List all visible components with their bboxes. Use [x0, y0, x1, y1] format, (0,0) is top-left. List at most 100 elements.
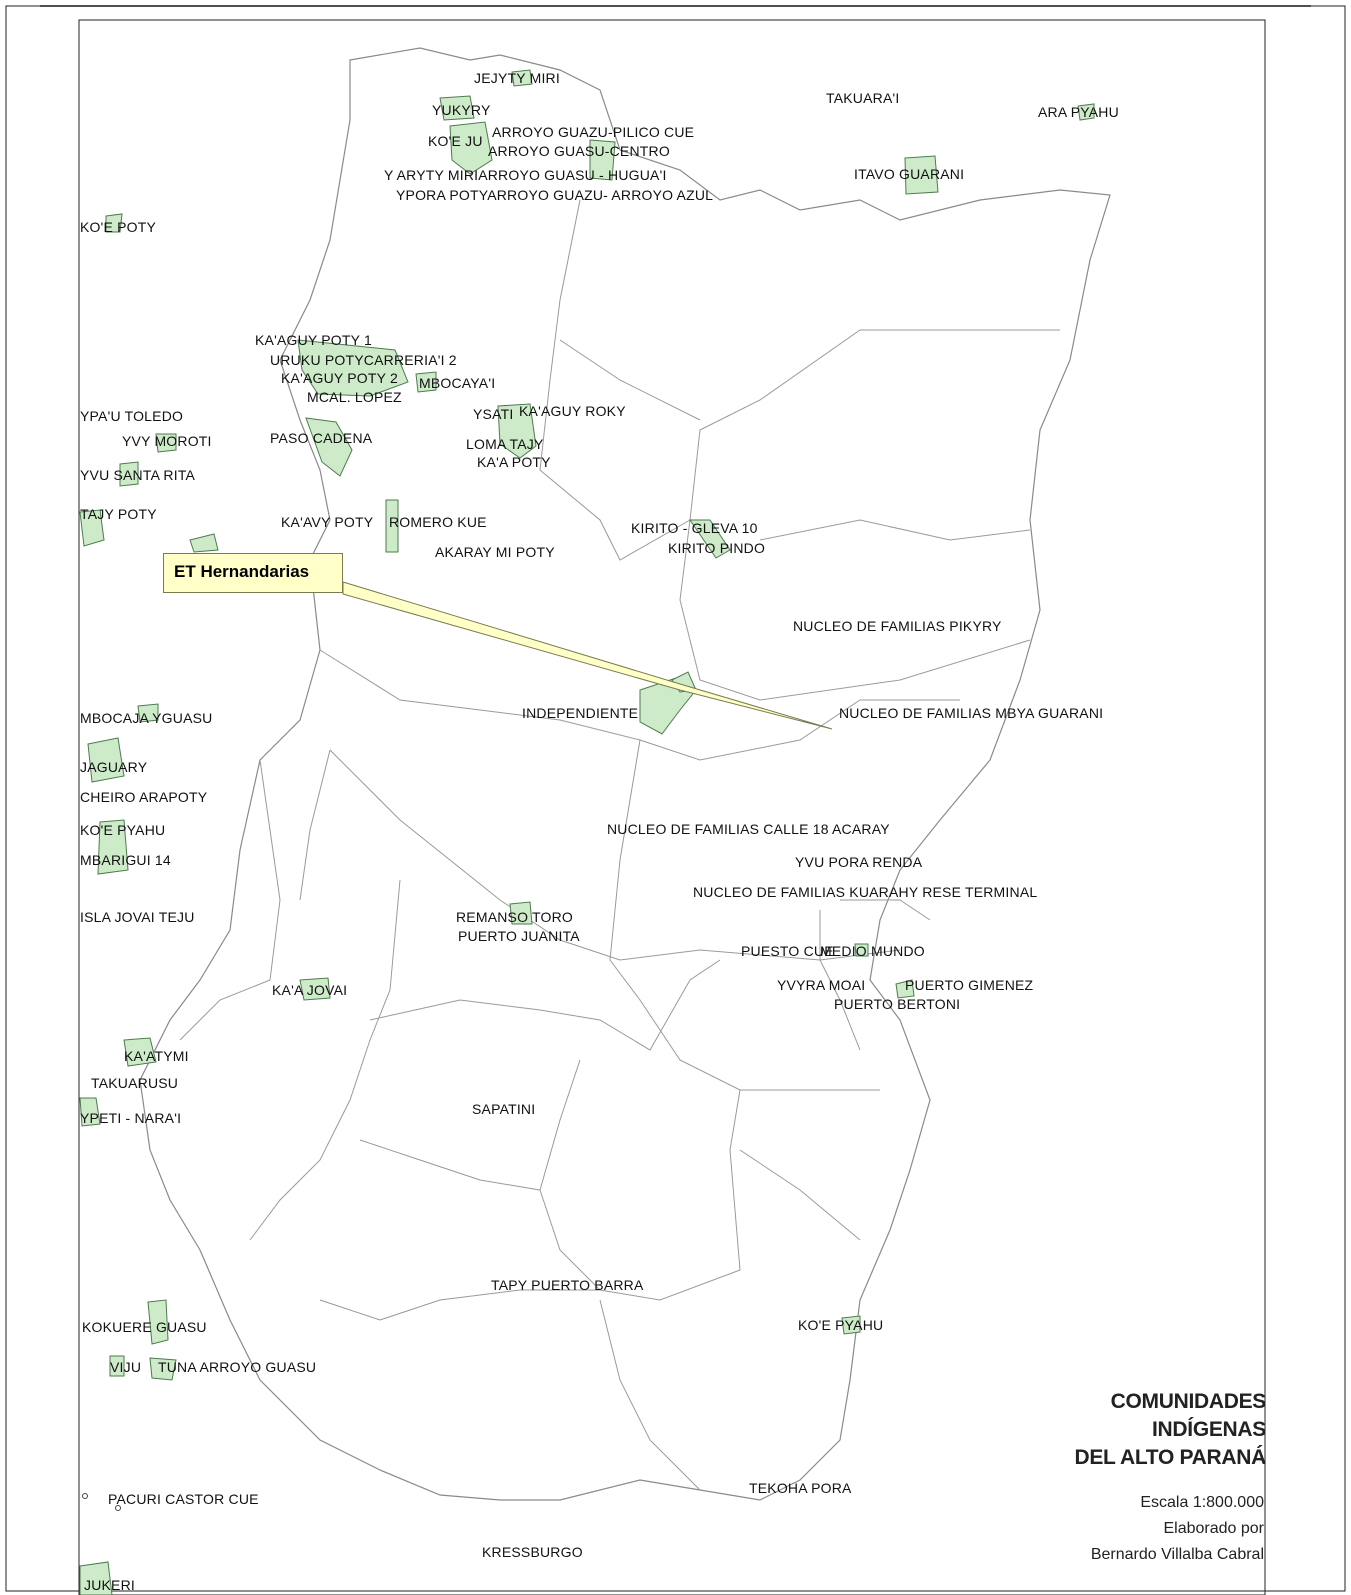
community-kaa-jovai [299, 977, 331, 1001]
map-frame-border [78, 19, 1266, 1595]
community-tajy-poty [79, 509, 105, 547]
community-label: VIJU [110, 1359, 142, 1375]
community-label: KA'AGUY POTY 1 [255, 332, 373, 348]
community-label: ARROYO GUASU-CENTRO [488, 143, 670, 159]
community-ypeti-narai [79, 1097, 101, 1127]
community-label: KO'E JU [428, 133, 483, 149]
community-label: TAJY POTY [80, 506, 157, 522]
community-kaatymi [123, 1037, 157, 1067]
map-credits: Escala 1:800.000 Elaborado por Bernardo … [1091, 1490, 1264, 1568]
community-yukyry [439, 95, 475, 121]
community-tuna [149, 1357, 177, 1381]
community-label: PUESTO CUE [741, 943, 834, 959]
community-label: ISLA JOVAI TEJU [80, 909, 195, 925]
community-viju [109, 1355, 125, 1377]
community-label: INDEPENDIENTE [522, 705, 639, 721]
community-label: JUKERI [84, 1577, 135, 1593]
community-label: YSATI [473, 406, 514, 422]
community-medio-mundo [854, 943, 869, 957]
community-label: SAPATINI [472, 1101, 536, 1117]
community-label: TUNA ARROYO GUASU [158, 1359, 317, 1375]
credit-line: Bernardo Villalba Cabral [1090, 1546, 1264, 1563]
community-label: KIRITO - GLEVA 10 [631, 520, 758, 536]
point-marker [82, 1493, 88, 1499]
community-label: PACURI CASTOR CUE [108, 1491, 259, 1507]
community-label: YVU SANTA RITA [80, 467, 196, 483]
community-label: KA'AVY POTY [281, 514, 374, 530]
community-yvu-santa-rita [119, 461, 139, 487]
title-line: INDÍGENAS [1152, 1418, 1266, 1441]
community-label: PUERTO GIMENEZ [905, 977, 1034, 993]
community-label: AKARAY MI POTY [435, 544, 555, 560]
community-label: LOMA TAJY [466, 436, 544, 452]
community-koe-pyahu-east [841, 1315, 861, 1335]
community-yvy-moroti [155, 433, 177, 453]
community-label: KOKUERE GUASU [82, 1319, 207, 1335]
callout-leader [342, 581, 833, 730]
community-ysati [497, 403, 537, 459]
community-label: KIRITO PINDO [668, 540, 766, 556]
community-label: MBOCAYA'I [419, 375, 496, 391]
community-label: YPORA POTYARROYO GUAZU- ARROYO AZUL [396, 187, 714, 203]
community-label: PUERTO BERTONI [834, 996, 961, 1012]
community-kokuere-guasu [147, 1299, 169, 1345]
point-marker [115, 1505, 121, 1511]
community-label: ITAVO GUARANI [854, 166, 965, 182]
community-label: JAGUARY [80, 759, 148, 775]
map-title: COMUNIDADES INDÍGENAS DEL ALTO PARANÁ [1074, 1388, 1266, 1472]
community-label: CHEIRO ARAPOTY [80, 789, 208, 805]
community-label: YVY MOROTI [122, 433, 212, 449]
community-label: YPETI - NARA'I [80, 1110, 182, 1126]
community-label: URUKU POTYCARRERIA'I 2 [270, 352, 457, 368]
community-label: JEJYTY MIRI [474, 70, 560, 86]
community-label: PASO CADENA [270, 430, 373, 446]
community-small-west [189, 533, 219, 553]
title-line: DEL ALTO PARANÁ [1074, 1446, 1266, 1469]
community-koe-poty [105, 213, 123, 233]
community-arroyo-guasu [589, 139, 616, 181]
community-paso-cadena [305, 417, 353, 477]
community-label: KO'E POTY [80, 219, 157, 235]
community-label: PUERTO JUANITA [458, 928, 580, 944]
community-label: NUCLEO DE FAMILIAS MBYA GUARANI [839, 705, 1104, 721]
community-label: MCAL. LOPEZ [307, 389, 402, 405]
community-label: TAPY PUERTO BARRA [491, 1277, 644, 1293]
community-label: YUKYRY [432, 102, 491, 118]
community-romero-kue [385, 499, 399, 553]
community-label: KA'A POTY [477, 454, 551, 470]
scale-text: Escala 1:800.000 [1140, 1494, 1264, 1511]
community-label: YVU PORA RENDA [795, 854, 923, 870]
community-jukeri [79, 1561, 113, 1595]
community-label: NUCLEO DE FAMILIAS CALLE 18 ACARAY [607, 821, 890, 837]
district-boundaries [179, 199, 1060, 1491]
community-label: KO'E PYAHU [80, 822, 166, 838]
community-label: YVYRA MOAI [777, 977, 866, 993]
community-label: Y ARYTY MIRIARROYO GUASU - HUGUA'I [384, 167, 667, 183]
community-label: KA'AGUY ROKY [519, 403, 626, 419]
community-label: KA'A JOVAI [272, 982, 348, 998]
community-koe-pyahu-west [97, 819, 129, 875]
community-label: YPA'U TOLEDO [80, 408, 184, 424]
community-mbocayai [415, 371, 437, 393]
credit-line: Elaborado por [1163, 1520, 1264, 1537]
callout-et-hernandarias[interactable]: ET Hernandarias [163, 553, 343, 593]
community-label: KA'AGUY POTY 2 [281, 370, 399, 386]
community-kaaguy-poty [297, 339, 409, 397]
community-label: NUCLEO DE FAMILIAS KUARAHY RESE TERMINAL [693, 884, 1038, 900]
outer-frame [5, 5, 1346, 1592]
community-jaguary [87, 737, 125, 783]
community-label: KO'E PYAHU [798, 1317, 884, 1333]
community-label: ROMERO KUE [389, 514, 487, 530]
community-remanso-toro [509, 901, 533, 925]
community-label: TAKUARA'I [826, 90, 900, 106]
community-label: NUCLEO DE FAMILIAS PIKYRY [793, 618, 1002, 634]
community-polygons [79, 69, 1095, 1595]
community-label: MBARIGUI 14 [80, 852, 171, 868]
community-label: ARROYO GUAZU-PILICO CUE [492, 124, 695, 140]
community-label: ARA PYAHU [1038, 104, 1119, 120]
community-kirito [689, 519, 731, 559]
community-label: REMANSO TORO [456, 909, 574, 925]
community-koe-ju [449, 121, 493, 175]
